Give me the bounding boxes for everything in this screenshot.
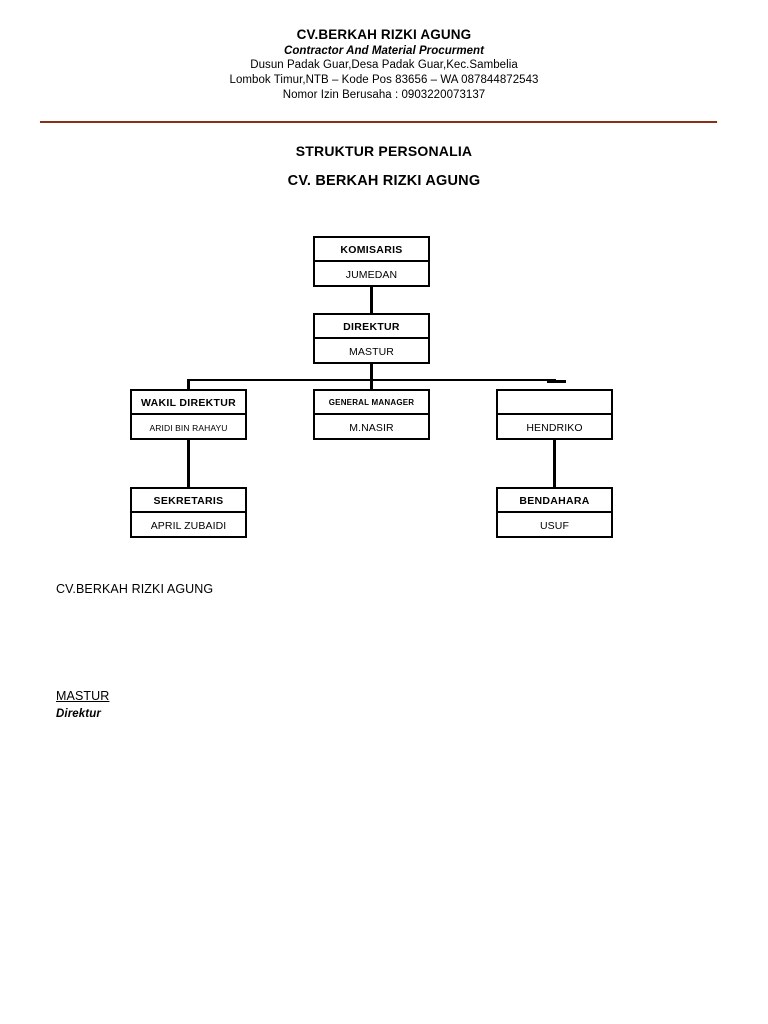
org-node-direktur-name: MASTUR <box>349 346 394 358</box>
connector-bus-to-general-manager <box>370 379 373 389</box>
letterhead-contact: Lombok Timur,NTB – Kode Pos 83656 – WA 0… <box>229 74 539 87</box>
letterhead-license: Nomor Izin Berusaha : 0903220073137 <box>282 89 486 102</box>
org-node-unlabeled-right-title <box>498 391 611 415</box>
letterhead: CV.BERKAH RIZKI AGUNG Contractor And Mat… <box>0 26 768 103</box>
signature-signer-name: MASTUR <box>56 689 110 703</box>
org-node-bendahara-name: USUF <box>540 520 569 532</box>
org-node-bendahara-title: BENDAHARA <box>498 489 611 513</box>
org-node-wakil-direktur: WAKIL DIREKTUR ARIDI BIN RAHAYU <box>130 389 247 440</box>
letterhead-address: Dusun Padak Guar,Desa Padak Guar,Kec.Sam… <box>250 59 518 72</box>
org-node-general-manager: GENERAL MANAGER M.NASIR <box>313 389 430 440</box>
organization-chart: KOMISARIS JUMEDAN DIREKTUR MASTUR WAKIL … <box>130 236 613 538</box>
page-subtitle: CV. BERKAH RIZKI AGUNG <box>287 173 481 189</box>
org-node-general-manager-title: GENERAL MANAGER <box>315 391 428 415</box>
org-node-general-manager-name: M.NASIR <box>349 422 394 434</box>
org-node-direktur-title: DIREKTUR <box>315 315 428 339</box>
org-node-wakil-direktur-name: ARIDI BIN RAHAYU <box>149 423 228 433</box>
header-divider-rule <box>40 121 717 123</box>
org-node-komisaris-name: JUMEDAN <box>345 269 398 281</box>
org-node-sekretaris-name: APRIL ZUBAIDI <box>150 520 227 532</box>
org-node-unlabeled-right-name: HENDRIKO <box>526 422 583 434</box>
letterhead-company-name: CV.BERKAH RIZKI AGUNG <box>296 27 472 42</box>
connector-hendriko-to-bendahara <box>553 439 556 487</box>
org-node-komisaris-title: KOMISARIS <box>315 238 428 262</box>
connector-direktur-to-bus <box>370 364 373 381</box>
stray-dash-mark <box>547 380 566 383</box>
page-title: STRUKTUR PERSONALIA <box>295 143 473 159</box>
org-node-direktur: DIREKTUR MASTUR <box>313 313 430 364</box>
org-node-bendahara: BENDAHARA USUF <box>496 487 613 538</box>
signature-signer-role: Direktur <box>56 708 101 720</box>
connector-komisaris-to-direktur <box>370 287 373 313</box>
org-node-wakil-direktur-title: WAKIL DIREKTUR <box>132 391 245 415</box>
signature-company-name: CV.BERKAH RIZKI AGUNG <box>56 582 214 596</box>
letterhead-tagline: Contractor And Material Procurment <box>284 44 484 57</box>
org-node-sekretaris-title: SEKRETARIS <box>132 489 245 513</box>
org-node-sekretaris: SEKRETARIS APRIL ZUBAIDI <box>130 487 247 538</box>
org-node-komisaris: KOMISARIS JUMEDAN <box>313 236 430 287</box>
connector-wakil-direktur-to-sekretaris <box>187 439 190 487</box>
org-node-unlabeled-right: HENDRIKO <box>496 389 613 440</box>
connector-bus-to-wakil-direktur <box>187 379 190 389</box>
